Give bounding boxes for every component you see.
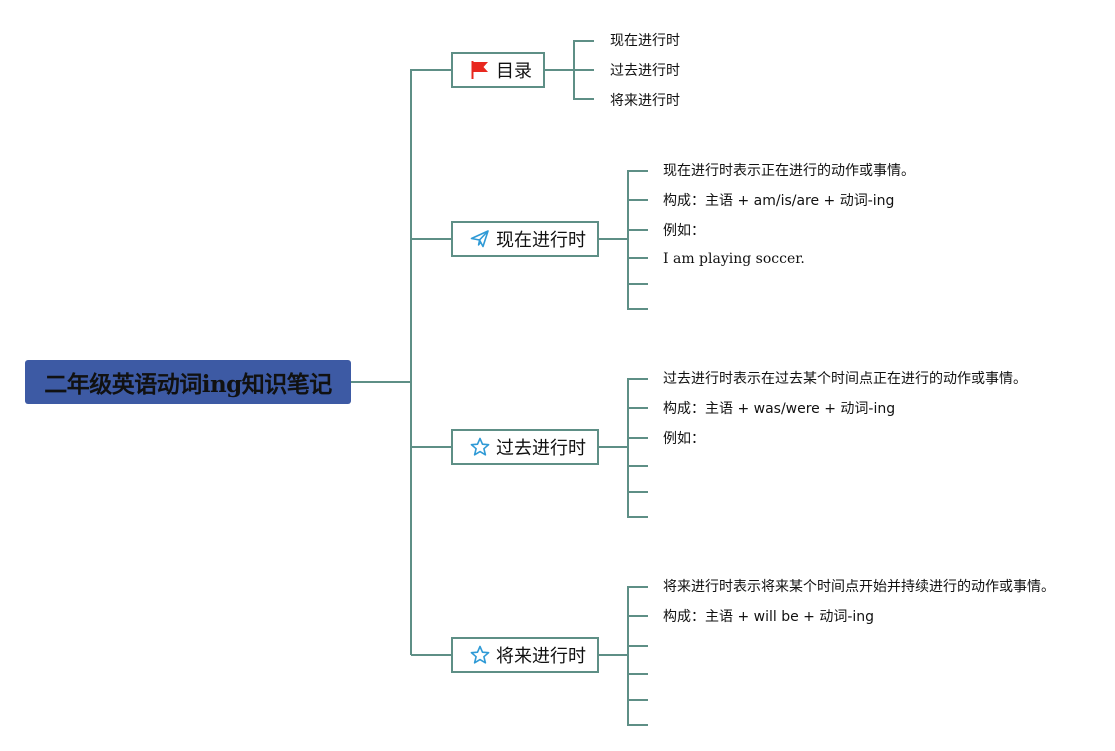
topic-future-progressive-label: 将来进行时 <box>496 646 586 667</box>
past-example-label[interactable]: 例如： <box>663 431 705 447</box>
present-definition[interactable]: 现在进行时表示正在进行的动作或事情。 <box>663 163 915 179</box>
present-example-label[interactable]: 例如： <box>663 223 705 239</box>
star-icon <box>470 437 490 457</box>
red-flag-icon <box>470 60 490 80</box>
contents-item-future[interactable]: 将来进行时 <box>610 93 680 109</box>
root-topic-label: 二年级英语动词ing知识笔记 <box>44 371 332 398</box>
topic-present-progressive[interactable]: 现在进行时 <box>451 221 599 257</box>
contents-item-past[interactable]: 过去进行时 <box>610 63 680 79</box>
past-structure[interactable]: 构成：主语 + was/were + 动词-ing <box>663 401 896 417</box>
contents-item-present[interactable]: 现在进行时 <box>610 33 680 49</box>
topic-contents-label: 目录 <box>496 61 532 82</box>
topic-future-progressive[interactable]: 将来进行时 <box>451 637 599 673</box>
root-topic[interactable]: 二年级英语动词ing知识笔记 <box>25 360 351 404</box>
topic-present-progressive-label: 现在进行时 <box>496 230 586 251</box>
present-structure[interactable]: 构成：主语 + am/is/are + 动词-ing <box>663 193 895 209</box>
present-example-sentence[interactable]: I am playing soccer. <box>663 251 805 267</box>
topic-past-progressive[interactable]: 过去进行时 <box>451 429 599 465</box>
future-definition[interactable]: 将来进行时表示将来某个时间点开始并持续进行的动作或事情。 <box>663 579 1055 595</box>
paper-plane-icon <box>470 229 490 249</box>
topic-past-progressive-label: 过去进行时 <box>496 438 586 459</box>
future-structure[interactable]: 构成：主语 + will be + 动词-ing <box>663 609 875 625</box>
past-definition[interactable]: 过去进行时表示在过去某个时间点正在进行的动作或事情。 <box>663 371 1027 387</box>
star-icon <box>470 645 490 665</box>
topic-contents[interactable]: 目录 <box>451 52 545 88</box>
